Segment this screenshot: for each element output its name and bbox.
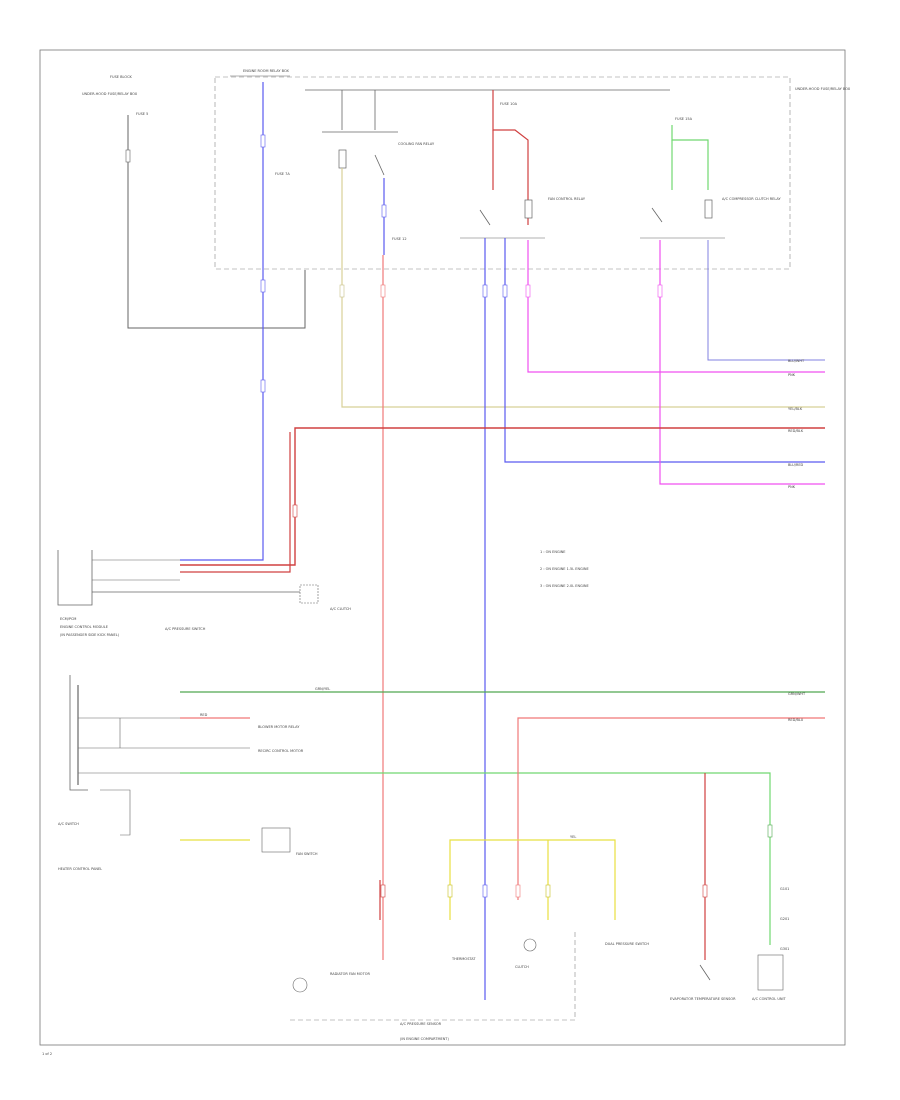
magenta-connector-2 — [657, 284, 663, 298]
relay-box-top-label: ENGINE ROOM RELAY BOX — [243, 69, 290, 73]
ecm-module-outline — [57, 550, 93, 606]
yellow-connector-1 — [447, 884, 453, 898]
right-box-desc-label: UNDER-HOOD FUSE/RELAY BOX — [795, 87, 851, 91]
ac-relay-coil — [704, 199, 713, 219]
ac-compressor-symbol — [523, 938, 537, 952]
fuse-rr-label: FUSE 10A — [500, 102, 518, 106]
left-gray-wire — [127, 115, 306, 329]
fan-motor-left-symbol — [292, 977, 308, 993]
blue-wire-connector-1 — [260, 134, 266, 148]
darkred-horizontal — [180, 427, 825, 566]
yellow-main-bus — [449, 839, 616, 920]
blue-ac-wire — [707, 240, 825, 361]
conn-right-8: RED/BLU — [788, 718, 804, 722]
blue-fan-connector-1 — [482, 284, 488, 298]
red-right-connector — [515, 884, 521, 898]
wire-red-label: RED — [200, 713, 208, 717]
ecm-desc-label: ENGINE CONTROL MODULE — [60, 625, 108, 629]
wire-yel-label: YEL — [570, 835, 576, 839]
ac-clutch-conn-label: A/C CLUTCH — [330, 607, 351, 611]
ground-g1-label: G101 — [780, 887, 789, 891]
red-long-connector-2 — [380, 884, 386, 898]
conn-right-4: RED/BLK — [788, 429, 804, 433]
blue-wire-connector-3 — [260, 379, 266, 393]
fan-motor-left-label: RADIATOR FAN MOTOR — [330, 972, 370, 976]
ac-switch-loop — [100, 789, 131, 836]
recirc-label: RECIRC CONTROL MOTOR — [258, 749, 304, 753]
lightgreen-wire — [180, 772, 771, 945]
heater-control-label: HEATER CONTROL PANEL — [58, 867, 102, 871]
mid-fuse-b-label: FUSE 12 — [392, 237, 407, 241]
ac-control-unit-outline — [290, 930, 576, 1021]
blower-relay-label: BLOWER MOTOR RELAY — [258, 725, 300, 729]
red-long-connector-1 — [380, 284, 386, 298]
ac-switch-label: A/C SWITCH — [58, 822, 79, 826]
fuse-rr2-label: FUSE 15A — [675, 117, 693, 121]
ecu-bottom-label: A/C PRESSURE SENSOR — [400, 1022, 442, 1026]
conn-right-6: PNK — [788, 485, 796, 489]
ac-relay-switch — [651, 207, 663, 223]
ac-pressure-switch-label: A/C PRESSURE SWITCH — [165, 627, 206, 631]
fan-relay-coil — [524, 199, 533, 219]
wire-grn-label: GRN/YEL — [315, 687, 330, 691]
conn-right-7: GRN/WHT — [788, 692, 806, 696]
tan-wire-connector — [339, 284, 345, 298]
magenta-wire-1 — [527, 240, 825, 373]
relay-coil — [338, 149, 347, 169]
blue-wire-ecm — [180, 82, 264, 561]
fan-switch-label: FAN SWITCH — [296, 852, 318, 856]
relay-cooling-fan-label: COOLING FAN RELAY — [398, 142, 435, 146]
bottom-right-box-label: A/C CONTROL UNIT — [752, 997, 787, 1001]
lightgreen-connector — [767, 824, 773, 838]
legend-line-3: 3 : ON ENGINE 2.0L ENGINE — [540, 584, 589, 588]
fan-relay-switch — [479, 209, 491, 226]
legend-line-2: 2 : ON ENGINE 1.5L ENGINE — [540, 567, 589, 571]
blue-relay-connector — [381, 204, 387, 218]
fan-relay-bottom-switch — [699, 964, 711, 981]
left-fuse-block-label: FUSE BLOCK — [110, 75, 133, 79]
left-fuse-symbol — [125, 149, 131, 163]
ecu-bottom-box-label: (IN ENGINE COMPARTMENT) — [400, 1037, 449, 1041]
darkred-connector — [292, 504, 298, 518]
ac-clutch-connector — [299, 584, 319, 604]
bottom-right-box — [757, 954, 784, 991]
magenta-wire-2 — [659, 240, 825, 485]
relay-ac-compressor-label: A/C COMPRESSOR CLUTCH RELAY — [722, 197, 782, 201]
diagram-frame — [39, 49, 846, 1046]
ground-g3-label: G301 — [780, 947, 789, 951]
blue-wire-connector-2 — [260, 279, 266, 293]
red-right-wire — [517, 717, 825, 900]
ac-compressor-label: CLUTCH — [515, 965, 529, 969]
blue-right-connector — [502, 284, 508, 298]
mid-fuse-a-label: FUSE 7A — [275, 172, 290, 176]
ac-relay-green — [671, 125, 709, 190]
magenta-connector-1 — [525, 284, 531, 298]
evap-temp-label: EVAPORATOR TEMPERATURE SENSOR — [670, 997, 736, 1001]
blue-fan-connector-2 — [482, 884, 488, 898]
conn-right-1: BLU/WHT — [788, 359, 805, 363]
left-fuse-no-label: FUSE 5 — [136, 112, 148, 116]
ecm-module-label: ECM/PCM — [60, 617, 76, 621]
relay-fan-control-label: FAN CONTROL RELAY — [548, 197, 586, 201]
conn-right-3: YEL/BLK — [788, 407, 803, 411]
legend-line-1: 1 : ON ENGINE — [540, 550, 566, 554]
fan-switch-box — [261, 827, 291, 853]
dual-pressure-label: DUAL PRESSURE SWITCH — [605, 942, 649, 946]
footer-id: 1 of 2 — [42, 1052, 52, 1056]
ground-g2-label: G201 — [780, 917, 789, 921]
blue-right-branch — [504, 238, 825, 463]
conn-right-2: PNK — [788, 373, 796, 377]
heater-control-outline — [69, 675, 88, 791]
tan-wire — [341, 168, 825, 408]
darkred-second — [180, 432, 291, 573]
red-fanrelay-connector — [702, 884, 708, 898]
thermo-switch-label: THERMOSTAT — [451, 957, 476, 961]
relay-switch-contact — [374, 154, 385, 176]
ecm-sub-label: (IN PASSENGER SIDE KICK PANEL) — [60, 633, 120, 637]
fan-relay-red-top — [492, 90, 529, 225]
conn-right-5: BLU/RED — [788, 463, 804, 467]
yellow-connector-2 — [545, 884, 551, 898]
left-fuse-desc-label: UNDER-HOOD FUSE/RELAY BOX — [82, 92, 138, 96]
